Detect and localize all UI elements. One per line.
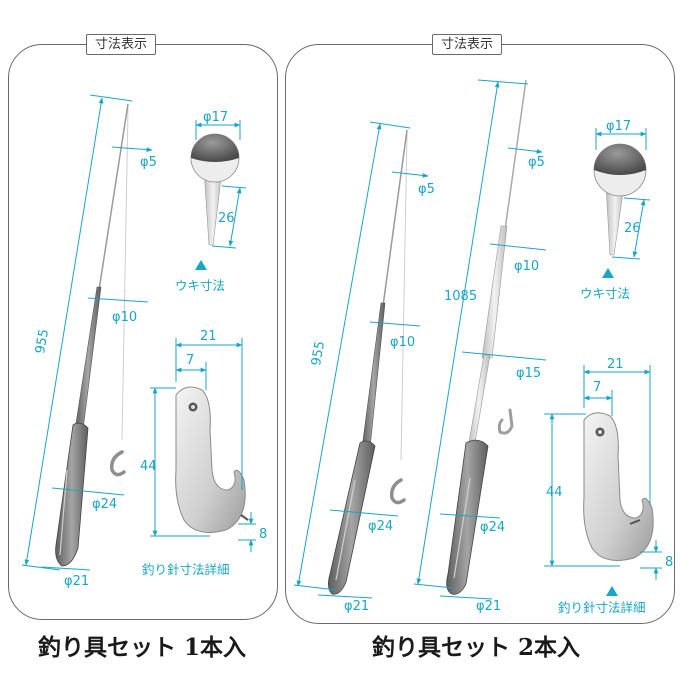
- hook-height-label-2: 44: [546, 485, 563, 500]
- rod-a-grip-label: φ24: [368, 519, 393, 534]
- hook-gap-label: 7: [186, 353, 194, 368]
- hook-detail-double: [583, 412, 654, 561]
- rod-tip-label: φ5: [140, 155, 157, 170]
- butt-label: φ21: [64, 574, 89, 589]
- hook-height-label: 44: [140, 459, 157, 474]
- hook-caption: 釣り針寸法詳細: [142, 562, 230, 577]
- rod-b-butt-label: φ21: [476, 599, 501, 614]
- float-marker-icon: [195, 260, 207, 270]
- float-stem-label-2: 26: [624, 221, 641, 236]
- caption-single-set: 釣り具セット 1本入: [38, 634, 247, 661]
- rod-a-butt-label: φ21: [344, 599, 369, 614]
- float-dia-label: φ17: [203, 110, 228, 125]
- hook-gap-label-2: 7: [593, 380, 601, 395]
- float-double: [593, 143, 647, 256]
- rod-b-lower-label: φ15: [516, 366, 541, 381]
- rod-b-mid-label: φ10: [514, 259, 539, 274]
- hook-detail-single: [175, 386, 249, 533]
- hook-wire-label: 8: [259, 527, 267, 542]
- rod-a-mid-label: φ10: [390, 335, 415, 350]
- rod-a-length-label: 955: [309, 340, 328, 367]
- rod-b-line-hook: [497, 408, 514, 435]
- hook-caption-2: 釣り針寸法詳細: [558, 600, 646, 615]
- rod-b-grip-label: φ24: [480, 520, 505, 535]
- float-stem-label: 26: [218, 211, 235, 226]
- panel-tag-double: 寸法表示: [432, 34, 503, 55]
- panel-tag-single: 寸法表示: [86, 34, 157, 55]
- float-caption-2: ウキ寸法: [580, 286, 630, 301]
- hook-width-label: 21: [200, 329, 217, 344]
- grip-label: φ24: [92, 497, 117, 512]
- hook-width-label-2: 21: [607, 357, 624, 372]
- line-hook-single: [109, 450, 126, 477]
- rod-mid-label: φ10: [112, 310, 137, 325]
- hook-wire-label-2: 8: [665, 555, 673, 570]
- caption-double-set: 釣り具セット 2本入: [372, 634, 581, 661]
- float-caption: ウキ寸法: [175, 278, 225, 293]
- rod-length-label: 955: [33, 328, 52, 355]
- rod-length-dim: [21, 94, 133, 571]
- hook-marker-icon: [606, 586, 618, 596]
- line-hook-a: [389, 478, 406, 505]
- float-single: [190, 133, 240, 246]
- rod-a-tip-label: φ5: [418, 182, 435, 197]
- rod-b-length-label: 1085: [444, 289, 477, 304]
- float-dia-label-2: φ17: [606, 119, 631, 134]
- float-marker-icon-2: [602, 268, 614, 278]
- rod-b-tip-label: φ5: [528, 155, 545, 170]
